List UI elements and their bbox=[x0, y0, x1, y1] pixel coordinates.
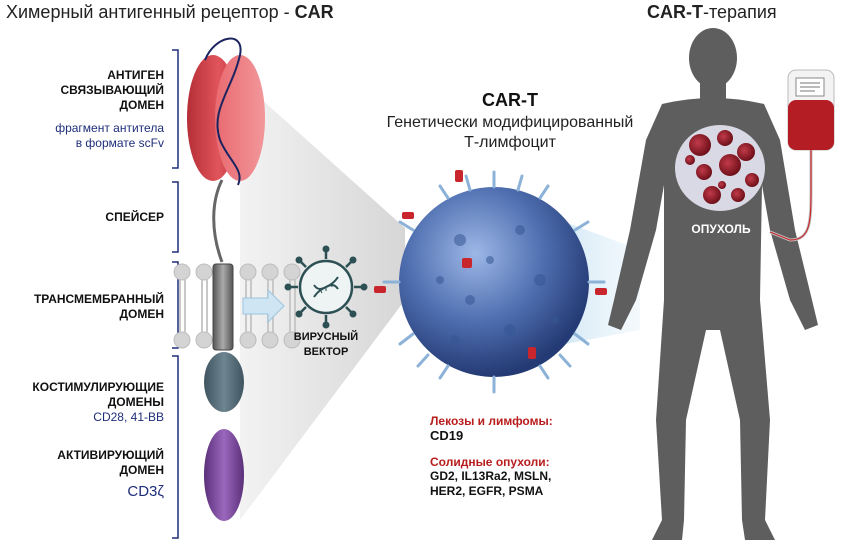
label-spacer: СПЕЙСЕР bbox=[2, 210, 164, 225]
antigen-line3: ДОМЕН bbox=[119, 98, 164, 112]
targets-block: Лекозы и лимфомы: CD19 Солидные опухоли:… bbox=[430, 414, 630, 499]
spacer-hinge bbox=[212, 179, 224, 263]
antigen-line2: СВЯЗЫВАЮЩИЙ bbox=[60, 83, 164, 97]
bracket-transmembrane bbox=[172, 261, 179, 349]
leukemia-list: CD19 bbox=[430, 428, 464, 443]
right-title-text: -терапия bbox=[703, 2, 777, 22]
tm-line2: ДОМЕН bbox=[119, 307, 164, 321]
activating-note: CD3ζ bbox=[127, 483, 164, 500]
cart-subtitle-line2: Т-лимфоцит bbox=[464, 134, 556, 151]
antigen-line1: АНТИГЕН bbox=[107, 68, 164, 82]
solid-list-line2: HER2, EGFR, PSMA bbox=[430, 484, 544, 498]
label-antigen-binding: АНТИГЕН СВЯЗЫВАЮЩИЙ ДОМЕН фрагмент антит… bbox=[2, 68, 164, 151]
vector-line2: ВЕКТОР bbox=[303, 346, 349, 358]
costim-note: CD28, 41-BB bbox=[93, 410, 164, 424]
right-title-bold: CAR-T bbox=[647, 2, 703, 22]
arrow-to-vector-icon bbox=[242, 288, 285, 324]
leukemia-heading: Лекозы и лимфомы: bbox=[430, 414, 553, 428]
costim-line2: ДОМЕНЫ bbox=[107, 395, 164, 409]
viral-vector-icon bbox=[284, 245, 368, 329]
left-title-bold: CAR bbox=[294, 2, 334, 22]
transmembrane-rod bbox=[212, 263, 234, 351]
antigen-note1: фрагмент антитела bbox=[55, 121, 164, 135]
domain-brackets bbox=[172, 49, 179, 539]
vector-line1: ВИРУСНЫЙ bbox=[293, 331, 359, 343]
antigen-binding-domain bbox=[187, 37, 265, 186]
left-title: Химерный антигенный рецептор - CAR bbox=[6, 2, 334, 23]
activating-domain bbox=[204, 429, 244, 521]
label-costimulatory: КОСТИМУЛИРУЮЩИЕ ДОМЕНЫ CD28, 41-BB bbox=[2, 380, 164, 425]
bracket-intracellular bbox=[172, 355, 179, 539]
left-title-text: Химерный антигенный рецептор - bbox=[6, 2, 295, 22]
cart-subtitle-line1: Генетически модифицированный bbox=[386, 114, 634, 131]
bracket-spacer bbox=[172, 181, 179, 253]
costimulatory-domain bbox=[204, 352, 244, 412]
activating-line1: АКТИВИРУЮЩИЙ bbox=[57, 448, 164, 462]
label-transmembrane: ТРАНСМЕМБРАННЫЙ ДОМЕН bbox=[2, 292, 164, 322]
antigen-note2: в формате scFv bbox=[75, 136, 164, 150]
human-silhouette bbox=[608, 28, 818, 540]
car-t-cell bbox=[374, 170, 607, 394]
tumor-label: ОПУХОЛЬ bbox=[691, 222, 751, 236]
costim-line1: КОСТИМУЛИРУЮЩИЕ bbox=[32, 380, 164, 394]
solid-heading: Солидные опухоли: bbox=[430, 455, 550, 469]
spacer-label: СПЕЙСЕР bbox=[105, 210, 164, 224]
cell-membrane bbox=[173, 263, 301, 349]
label-viral-vector: ВИРУСНЫЙ ВЕКТОР bbox=[286, 330, 366, 360]
tumor bbox=[675, 125, 765, 211]
label-activating: АКТИВИРУЮЩИЙ ДОМЕН CD3ζ bbox=[2, 448, 164, 499]
iv-bag-icon bbox=[769, 69, 835, 242]
bracket-antigen bbox=[172, 49, 179, 169]
right-title: CAR-T-терапия bbox=[647, 2, 777, 23]
activating-line2: ДОМЕН bbox=[119, 463, 164, 477]
solid-list-line1: GD2, IL13Ra2, MSLN, bbox=[430, 469, 552, 483]
tm-line1: ТРАНСМЕМБРАННЫЙ bbox=[33, 292, 164, 306]
cart-subtitle: Генетически модифицированный Т-лимфоцит bbox=[330, 113, 690, 153]
cart-title: CAR-T bbox=[482, 90, 538, 110]
